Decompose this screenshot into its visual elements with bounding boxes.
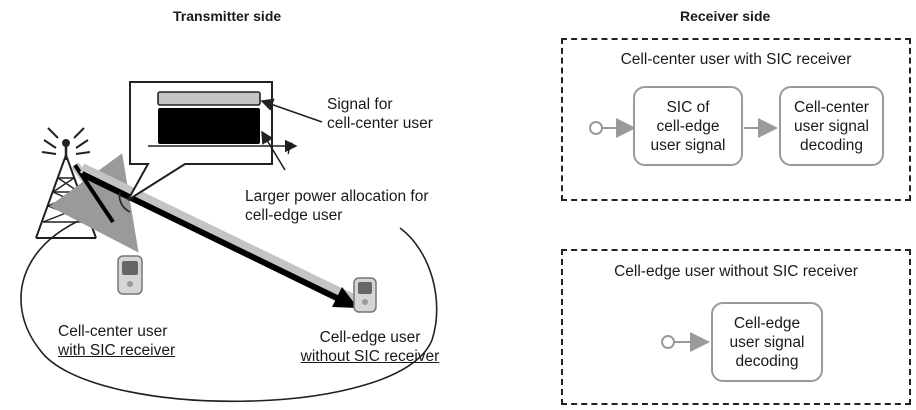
transmitter-header: Transmitter side [173, 8, 282, 24]
cell-center-phone-icon [117, 255, 143, 295]
cell-center-decoding-block: Cell-center user signal decoding [779, 86, 884, 166]
cell-edge-phone-icon [353, 277, 377, 313]
receiver-box-cell-edge-title: Cell-edge user without SIC receiver [614, 263, 858, 280]
sic-block: SIC of cell-edge user signal [633, 86, 743, 166]
cell-edge-beam-grey [79, 163, 358, 305]
receiver-box-cell-edge [561, 249, 911, 405]
cell-coverage-ellipse [20, 204, 438, 403]
cell-edge-arrowhead [332, 287, 358, 308]
cell-center-beam-dark [73, 163, 115, 224]
receiver-box-cell-center-title: Cell-center user with SIC receiver [620, 51, 852, 68]
cell-center-user-label: Cell-center user with SIC receiver [58, 323, 176, 359]
cell-edge-user-label: Cell-edge user without SIC receiver [300, 329, 440, 365]
receiver-box-cell-center [561, 38, 911, 201]
receiver-header: Receiver side [680, 8, 771, 24]
cell-center-signal-block [157, 91, 261, 106]
signal-callout-label: Signal for cell-center user [327, 96, 433, 132]
power-angle-arc [118, 191, 131, 213]
cell-edge-beam [80, 171, 347, 305]
power-allocation-label: Larger power allocation for cell-edge us… [245, 188, 429, 224]
cell-edge-signal-block [158, 108, 260, 144]
cell-edge-decoding-block: Cell-edge user signal decoding [711, 302, 823, 382]
frequency-label: f [287, 141, 292, 158]
